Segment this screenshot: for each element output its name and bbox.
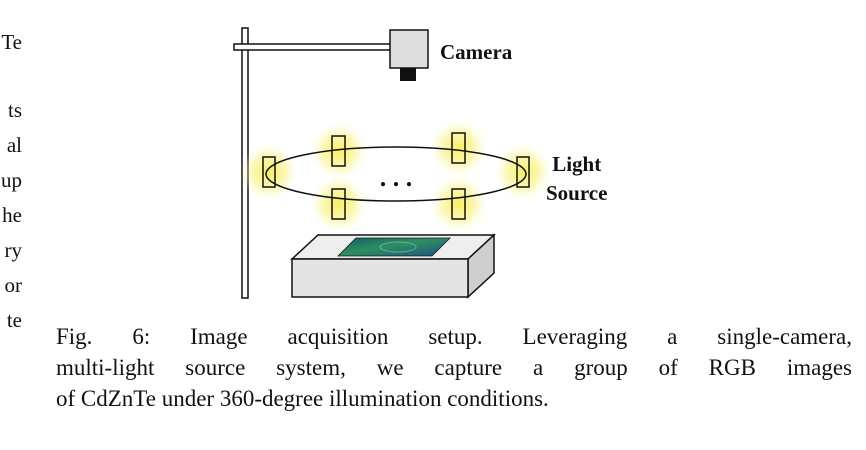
light-ring	[265, 146, 527, 202]
fragment-2: ts	[7, 98, 22, 122]
light-source-icon	[331, 135, 346, 167]
caption-line-1: Fig. 6: Image acquisition setup. Leverag…	[56, 324, 852, 349]
light-source-icon	[451, 188, 466, 220]
acquisition-setup-figure: . . . Camera Light Source	[233, 27, 607, 299]
light-source-icon	[262, 156, 276, 188]
camera-icon	[389, 29, 429, 81]
light-glows	[241, 120, 551, 232]
light-source-label-line1: Light	[552, 152, 602, 176]
setup-illustration: . . .	[233, 27, 551, 299]
light-source-icon	[451, 132, 466, 164]
camera-label: Camera	[440, 40, 513, 64]
ellipsis-dots: . . .	[380, 163, 413, 192]
light-source-label-line2: Source	[546, 181, 608, 205]
fragment-7: or	[4, 273, 23, 297]
caption-line-3: of CdZnTe under 360-degree illumination …	[56, 386, 549, 411]
adjacent-column-fragments: Te ts al up he ry or te	[0, 0, 28, 450]
fragment-3: al	[6, 133, 22, 157]
light-source-icon	[516, 156, 530, 188]
light-source-icons	[262, 132, 530, 220]
fragment-6: ry	[4, 238, 23, 262]
light-source-icon	[331, 188, 346, 220]
fragment-4: up	[1, 168, 22, 192]
fragment-8: te	[6, 308, 22, 332]
sample-wafer	[337, 237, 451, 257]
light-source-label: Light Source	[546, 150, 607, 208]
caption-line-2: multi-light source system, we capture a …	[56, 355, 852, 380]
figure-caption: Fig. 6: Image acquisition setup. Leverag…	[56, 321, 852, 414]
sample-stage	[290, 233, 496, 299]
fragment-1: Te	[1, 30, 22, 54]
fragment-5: he	[2, 203, 22, 227]
